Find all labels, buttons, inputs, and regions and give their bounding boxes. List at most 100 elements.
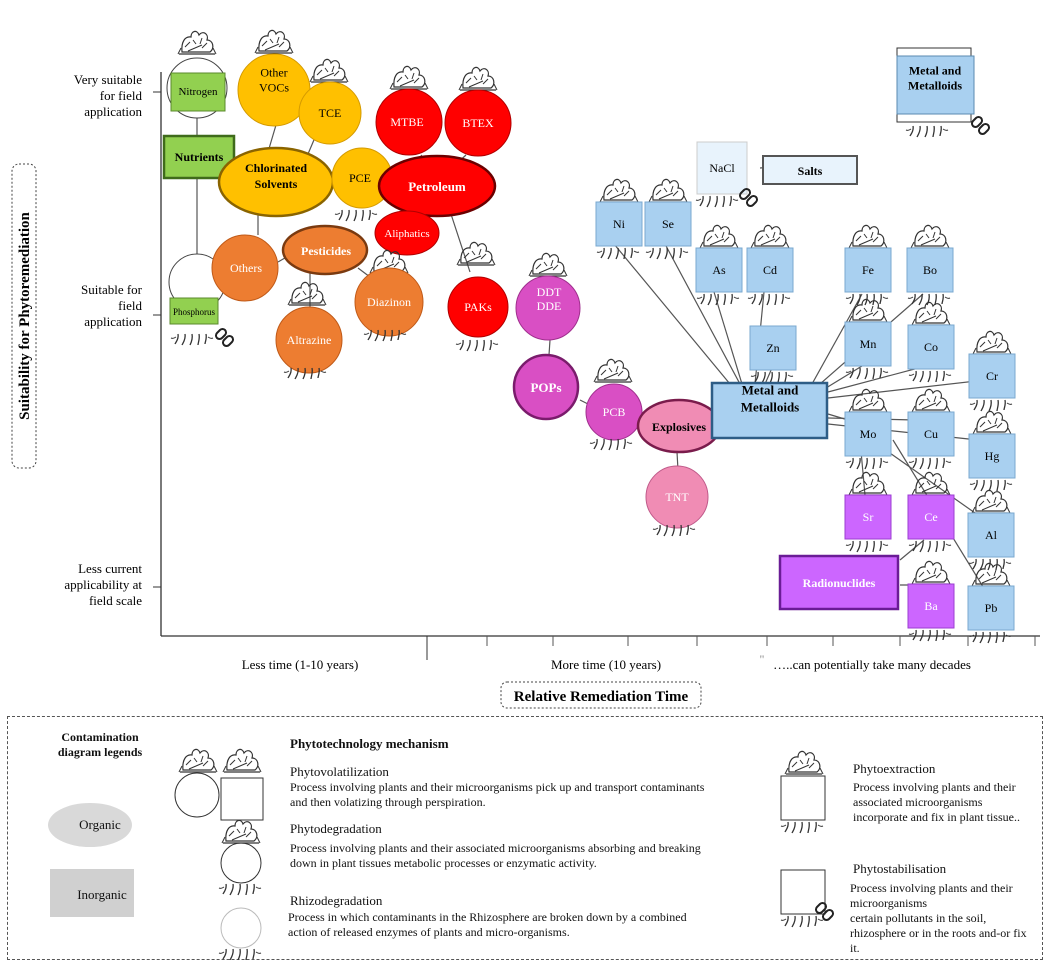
phytovolatilization-title: Phytovolatilization (290, 764, 389, 779)
metals-top-node (896, 55, 975, 115)
plant-icon (911, 301, 951, 326)
nitrogen-node (170, 72, 226, 112)
rhizodegradation-text: Process in which contaminants in the Rhi… (288, 910, 687, 939)
phosphorus-node (169, 297, 219, 325)
plant-icon (971, 489, 1011, 514)
organic-label: Organic (79, 817, 121, 832)
roots-icon (907, 293, 951, 306)
plant-icon (254, 29, 294, 54)
btex-label: BTEX (462, 116, 494, 130)
plant-icon (528, 252, 568, 277)
tnt-label: TNT (665, 490, 689, 504)
roots-icon (908, 457, 952, 470)
tce-label: TCE (319, 106, 342, 120)
mn-label: Mn (860, 337, 877, 351)
roots-icon (969, 399, 1013, 412)
mechanism-title: Phytotechnology mechanism (290, 736, 449, 751)
bo-label: Bo (923, 263, 937, 277)
ni-label: Ni (613, 217, 626, 231)
chain-link-icon (814, 901, 835, 922)
metals-node (710, 381, 829, 440)
roots-icon (968, 558, 1012, 571)
ddt-dde-node (515, 275, 581, 341)
plant-icon (848, 298, 888, 323)
plant-icon (221, 819, 261, 844)
plant-icon (911, 388, 951, 413)
y-axis-title-box (11, 163, 37, 469)
mo-label: Mo (860, 427, 877, 441)
mechanism-icons (174, 748, 264, 960)
plant-icon (309, 58, 349, 83)
sr-node (844, 494, 892, 540)
pb-node (967, 585, 1015, 631)
roots-icon (845, 457, 889, 470)
x-axis-title-box (500, 681, 702, 709)
diazinon-node (354, 267, 424, 337)
pcb-label: PCB (603, 405, 626, 419)
phytodegradation-circle (220, 842, 262, 884)
plant-icon (178, 748, 218, 773)
co-node (907, 324, 955, 370)
x-tick-mark-glyph: " (760, 652, 765, 666)
mtbe-label: MTBE (390, 115, 423, 129)
x-axis-title: Relative Remediation Time (514, 689, 689, 705)
tce-node (298, 81, 362, 145)
pcb-node (585, 383, 643, 441)
roots-icon (845, 540, 889, 553)
x-tick-label-many-decades: …..can potentially take many decades (773, 657, 971, 672)
zn-node (749, 325, 797, 371)
chain-link-icon (214, 327, 235, 348)
roots-icon (589, 438, 633, 451)
tnt-node (645, 465, 709, 529)
cr-node (968, 353, 1016, 399)
mo-node (844, 411, 892, 457)
roots-icon (780, 821, 824, 834)
cd-label: Cd (763, 263, 777, 277)
diagram-canvas: Suitability for Phytoremediation Very su… (11, 29, 1040, 709)
nacl-label: NaCl (709, 161, 735, 175)
legend-swatches (48, 803, 134, 917)
btex-node (444, 89, 512, 157)
petroleum-node (377, 154, 497, 218)
rhizodegradation-title: Rhizodegradation (290, 893, 383, 908)
others-label: Others (230, 261, 262, 275)
organic-swatch (48, 803, 132, 847)
phytodegradation-title: Phytodegradation (290, 821, 382, 836)
plant-icon (972, 410, 1012, 435)
x-tick-label-more-time: More time (10 years) (551, 657, 661, 672)
as-node (695, 247, 743, 293)
zn-label: Zn (766, 341, 779, 355)
pesticides-node (281, 224, 369, 276)
salts-node (762, 155, 858, 185)
roots-icon (455, 339, 499, 352)
plant-icon (972, 330, 1012, 355)
phytoextraction-title: Phytoextraction (853, 761, 936, 776)
roots-icon (170, 333, 214, 346)
radionuclides-label: Radionuclides (803, 576, 876, 590)
plant-icon (848, 471, 888, 496)
plant-icon (456, 241, 496, 266)
cu-label: Cu (924, 427, 938, 441)
axes (153, 72, 1040, 660)
ba-label: Ba (924, 599, 938, 613)
phytostabilisation-square (780, 869, 826, 915)
pops-node (512, 353, 580, 421)
plant-icon (599, 178, 639, 203)
al-node (967, 512, 1015, 558)
salts-label: Salts (798, 164, 823, 178)
ce-node (907, 494, 955, 540)
plant-icon (910, 224, 950, 249)
plant-icon (287, 281, 327, 306)
legend-title: Contamination diagram legends (57, 730, 143, 759)
roots-icon (750, 371, 794, 384)
plant-icon (699, 224, 739, 249)
inorganic-swatch (50, 869, 134, 917)
radionuclides-node (778, 554, 900, 611)
pb-label: Pb (985, 601, 998, 615)
